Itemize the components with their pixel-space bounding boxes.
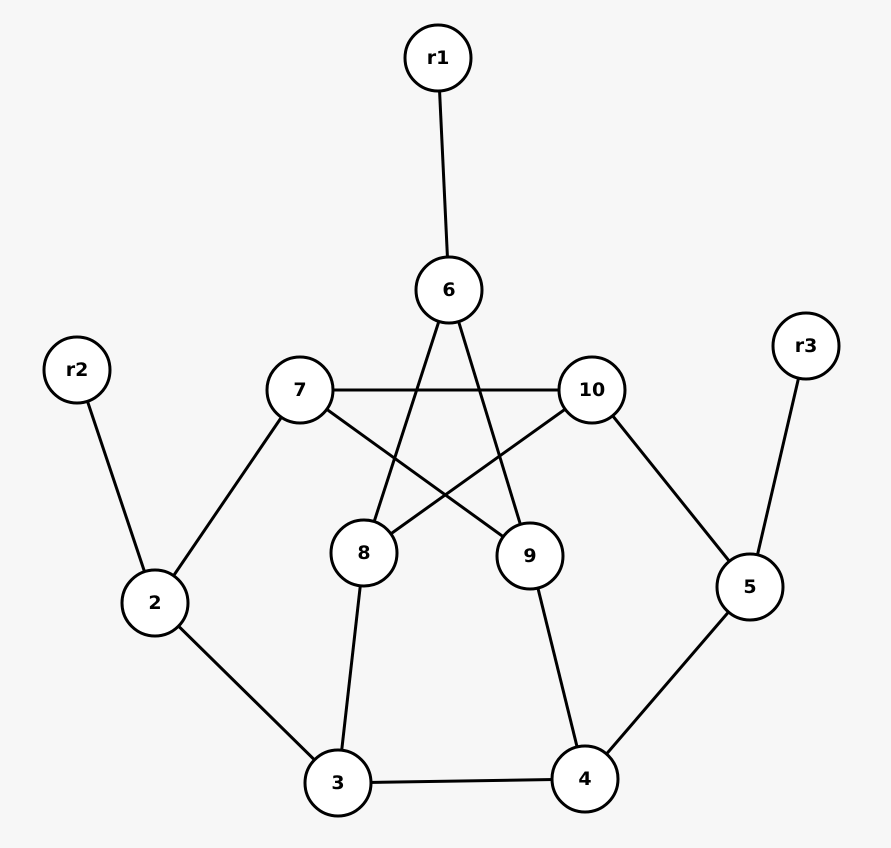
node-label: 9 (523, 545, 536, 567)
node-label: 10 (579, 379, 605, 401)
node-r1: r1 (403, 23, 473, 93)
node-circle (557, 355, 627, 425)
edge-2-3 (153, 601, 340, 785)
node-circle (120, 568, 190, 638)
node-label: r3 (795, 335, 818, 357)
node-circle (403, 23, 473, 93)
node-circle (414, 255, 484, 325)
edge-r1-6 (436, 57, 451, 291)
edge-8-3 (336, 552, 366, 784)
edge-7-9 (299, 388, 531, 558)
node-label: 2 (148, 592, 161, 614)
node-circle (303, 748, 373, 818)
node-circle (715, 552, 785, 622)
node-circle (495, 521, 565, 591)
node-6: 6 (414, 255, 484, 325)
edge-3-4 (337, 777, 586, 785)
node-circle (771, 311, 841, 381)
edge-9-4 (528, 555, 587, 780)
node-circle (265, 355, 335, 425)
edge-r2-2 (75, 369, 157, 604)
node-8: 8 (329, 518, 399, 588)
edge-7-2 (153, 389, 302, 604)
nodes: r1 6 r2 7 10 r3 8 9 2 5 3 4 (42, 23, 841, 818)
edge-10-8 (363, 388, 593, 555)
node-circle (550, 744, 620, 814)
node-label: 6 (442, 279, 455, 301)
node-9: 9 (495, 521, 565, 591)
node-circle (329, 518, 399, 588)
node-2: 2 (120, 568, 190, 638)
node-r2: r2 (42, 335, 112, 405)
node-4: 4 (550, 744, 620, 814)
edge-r3-5 (748, 345, 808, 588)
node-label: 3 (331, 772, 344, 794)
node-r3: r3 (771, 311, 841, 381)
node-label: 4 (578, 768, 591, 790)
node-label: 8 (357, 542, 370, 564)
node-10: 10 (557, 355, 627, 425)
edge-4-5 (583, 586, 752, 780)
edge-10-5 (590, 389, 752, 588)
edge-6-9 (447, 289, 532, 557)
node-label: r1 (427, 47, 450, 69)
node-7: 7 (265, 355, 335, 425)
node-circle (42, 335, 112, 405)
node-3: 3 (303, 748, 373, 818)
node-label: r2 (66, 359, 89, 381)
node-5: 5 (715, 552, 785, 622)
node-label: 5 (743, 576, 756, 598)
edge-6-8 (362, 289, 451, 554)
node-label: 7 (293, 379, 306, 401)
edges (75, 57, 808, 785)
